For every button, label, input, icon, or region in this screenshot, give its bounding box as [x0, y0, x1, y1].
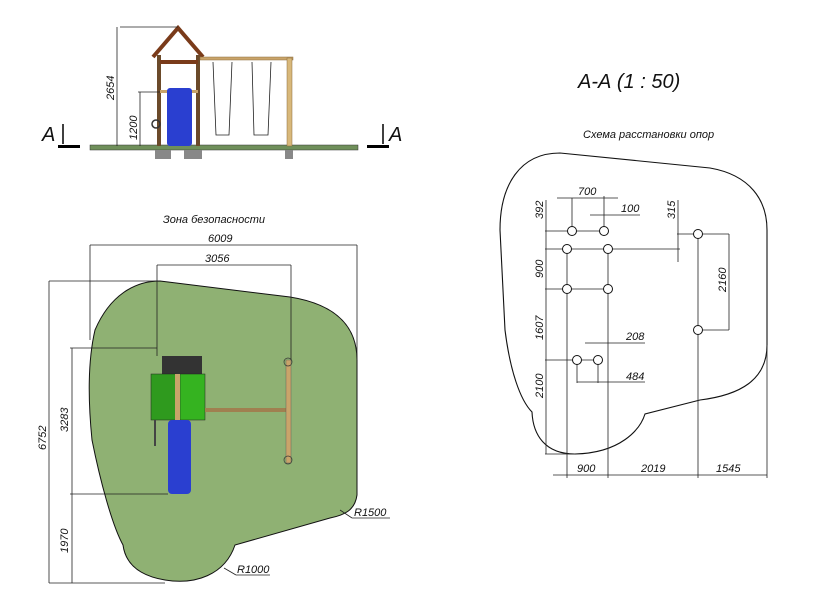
dim-height-total-plan: 6752: [37, 426, 49, 450]
dim-392: 392: [534, 201, 546, 219]
safety-zone-area: [88, 280, 358, 582]
slide-plan: [168, 420, 191, 494]
dim-1607: 1607: [534, 315, 546, 340]
dim-484: 484: [626, 371, 644, 383]
support-hole: [693, 229, 703, 239]
swing-seat: [251, 61, 272, 136]
dim-1545: 1545: [716, 463, 741, 475]
support-hole: [599, 226, 609, 236]
tower-roof-left: [150, 373, 177, 421]
dim-700: 700: [578, 186, 597, 198]
support-hole: [593, 355, 603, 365]
dim-900-vertical: 900: [534, 259, 546, 278]
dim-900-horizontal: 900: [577, 463, 596, 475]
dim-height-bottom: 1970: [59, 528, 71, 553]
section-title: А-А (1 : 50): [577, 71, 680, 93]
tower-roof-right: [179, 373, 206, 421]
dim-100: 100: [621, 203, 640, 215]
section-subtitle: Схема расстановки опор: [583, 129, 714, 141]
section-view: А-А (1 : 50) Схема расстановки опор 700 …: [499, 71, 768, 478]
dim-315: 315: [666, 200, 678, 219]
climbing-wall: [162, 356, 202, 374]
slide: [167, 88, 192, 146]
section-outline: [499, 152, 768, 455]
safety-zone-plan: Зона безопасности 6009 3056 6752 3283 19…: [37, 214, 390, 584]
footing: [184, 150, 202, 159]
radius-small-label: R1000: [237, 564, 270, 576]
support-hole: [562, 244, 572, 254]
swing-beam-plan: [205, 408, 290, 412]
dim-height-platform: 1200: [128, 115, 140, 140]
radius-large-label: R1500: [354, 507, 387, 519]
footing: [155, 150, 171, 159]
tower-roof: [151, 24, 205, 59]
dim-height-structure: 3283: [59, 407, 71, 432]
dim-2100: 2100: [534, 373, 546, 399]
safety-zone-title: Зона безопасности: [163, 214, 265, 226]
support-hole: [567, 226, 577, 236]
section-mark-right: A: [388, 124, 402, 146]
support-hole: [562, 284, 572, 294]
tower-post: [157, 55, 161, 146]
support-hole: [603, 284, 613, 294]
support-hole: [572, 355, 582, 365]
footing: [285, 150, 293, 159]
elevation-view: 2654 1200 A A: [41, 24, 402, 159]
support-hole: [603, 244, 613, 254]
dim-height-total: 2654: [105, 76, 117, 101]
dim-2019: 2019: [640, 463, 665, 475]
dim-width-total: 6009: [208, 233, 232, 245]
swing-beam: [199, 56, 294, 61]
dim-2160: 2160: [717, 267, 729, 293]
section-mark-left: A: [41, 124, 55, 146]
dim-208: 208: [625, 331, 645, 343]
tower-post: [196, 55, 200, 146]
ground-strip: [89, 144, 359, 151]
swing-post-plan: [285, 359, 292, 464]
support-hole: [693, 325, 703, 335]
swing-post: [286, 57, 293, 147]
swing-seat: [212, 61, 233, 136]
steering-wheel: [151, 119, 161, 129]
tower-beam: [160, 60, 198, 64]
dim-width-frame: 3056: [205, 253, 230, 265]
